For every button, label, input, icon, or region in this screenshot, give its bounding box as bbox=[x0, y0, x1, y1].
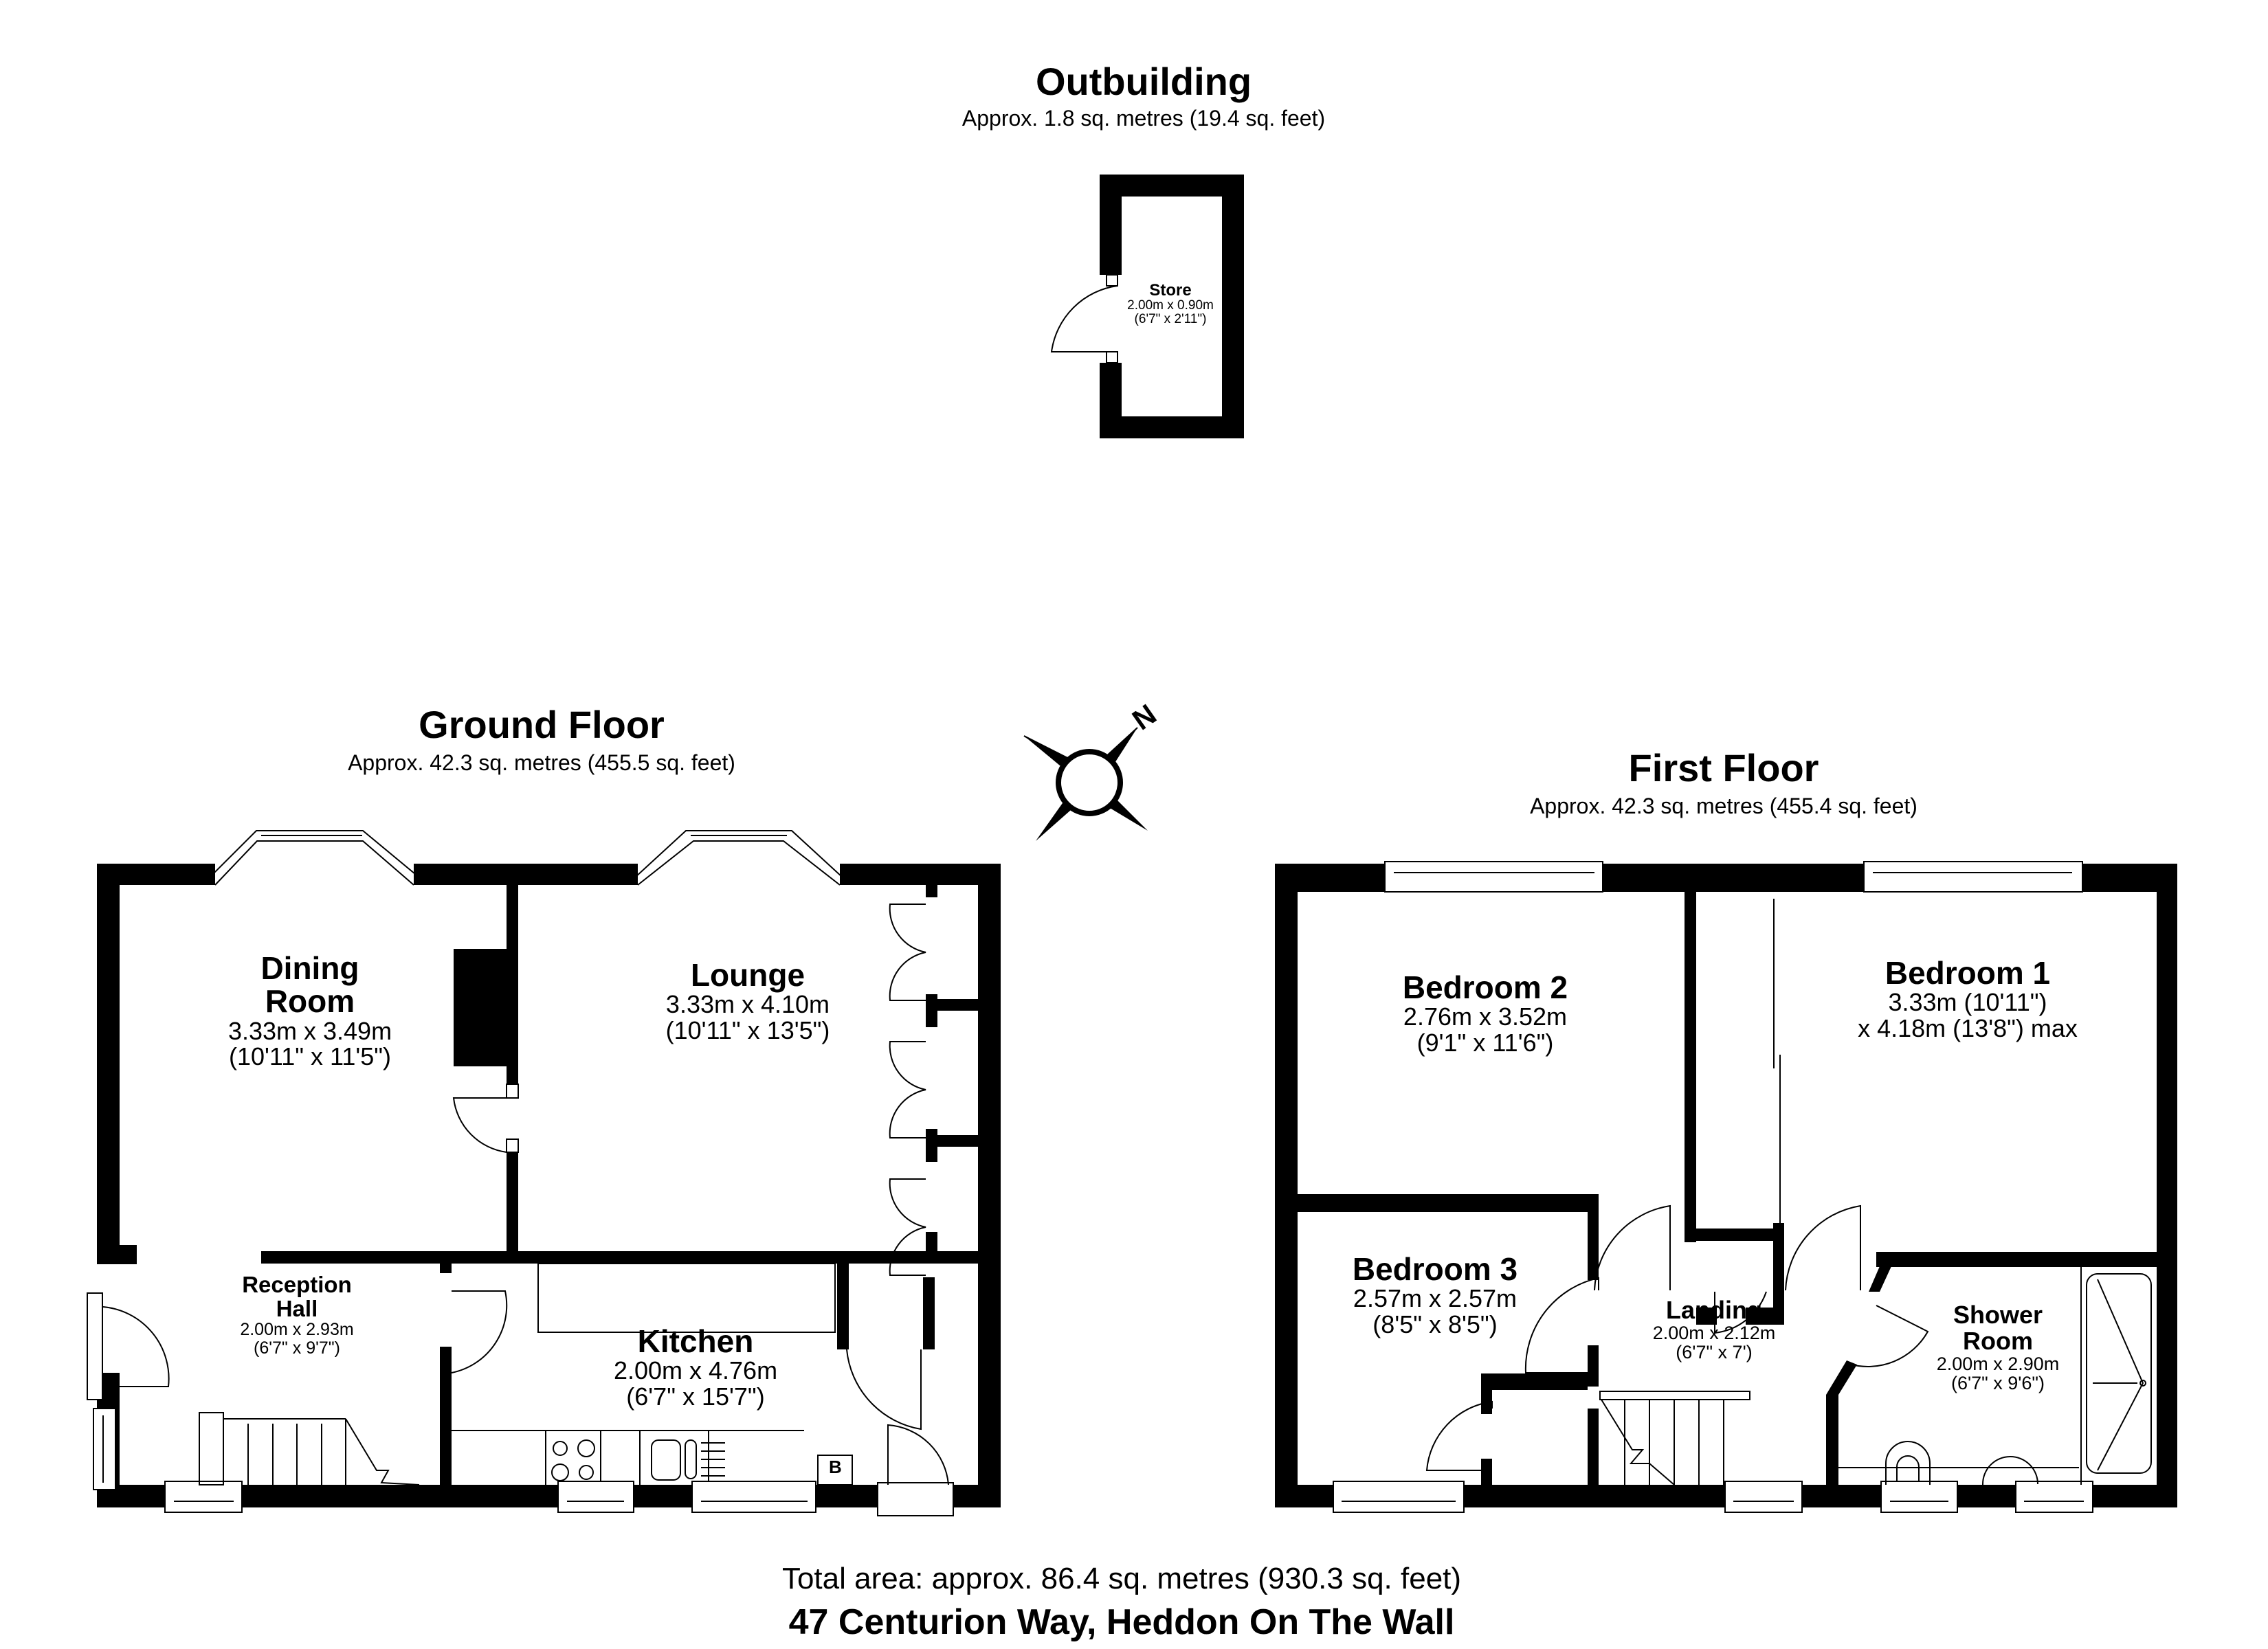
room-dim-imperial: (6'7" x 7') bbox=[1676, 1342, 1753, 1363]
room-shower-room: Shower Room 2.00m x 2.90m (6'7" x 9'6") bbox=[1937, 1302, 2060, 1393]
ground-floor-area: Approx. 42.3 sq. metres (455.5 sq. feet) bbox=[348, 750, 735, 775]
room-bedroom-2: Bedroom 2 2.76m x 3.52m (9'1" x 11'6") bbox=[1403, 971, 1568, 1056]
room-bedroom-1: Bedroom 1 3.33m (10'11") x 4.18m (13'8")… bbox=[1858, 956, 2078, 1042]
room-name-line1: Reception bbox=[242, 1272, 352, 1297]
room-dim-imperial: (6'7" x 15'7") bbox=[626, 1382, 765, 1411]
room-name: Bedroom 2 bbox=[1402, 969, 1568, 1005]
room-dim-imperial: x 4.18m (13'8") max bbox=[1858, 1014, 2078, 1043]
room-dim-imperial: (8'5" x 8'5") bbox=[1372, 1310, 1498, 1339]
room-name: Kitchen bbox=[637, 1323, 754, 1359]
room-dim-metric: 2.00m x 2.12m bbox=[1652, 1322, 1776, 1343]
fixtures bbox=[87, 274, 2152, 1516]
room-dim-imperial: (10'11" x 11'5") bbox=[228, 1042, 392, 1071]
room-name-line2: Hall bbox=[276, 1295, 318, 1321]
outbuilding-title: Outbuilding bbox=[1035, 60, 1252, 103]
first-floor-title: First Floor bbox=[1628, 746, 1819, 789]
outbuilding-area: Approx. 1.8 sq. metres (19.4 sq. feet) bbox=[961, 106, 1326, 131]
room-dim-metric: 2.76m x 3.52m bbox=[1403, 1002, 1568, 1031]
room-name: Bedroom 3 bbox=[1352, 1251, 1518, 1287]
room-bedroom-3: Bedroom 3 2.57m x 2.57m (8'5" x 8'5") bbox=[1353, 1253, 1517, 1338]
room-store: Store 2.00m x 0.90m (6'7" x 2'11") bbox=[1127, 282, 1214, 326]
room-dim-metric: 2.00m x 4.76m bbox=[613, 1356, 778, 1385]
room-name: Landing bbox=[1666, 1296, 1762, 1324]
room-dining-room: Dining Room 3.33m x 3.49m (10'11" x 11'5… bbox=[228, 952, 392, 1070]
room-reception-hall: Reception Hall 2.00m x 2.93m (6'7" x 9'7… bbox=[240, 1272, 354, 1358]
room-name-line2: Room bbox=[265, 983, 355, 1020]
room-name: Lounge bbox=[690, 957, 805, 993]
room-landing: Landing 2.00m x 2.12m (6'7" x 7') bbox=[1653, 1297, 1776, 1362]
total-area: Total area: approx. 86.4 sq. metres (930… bbox=[781, 1562, 1462, 1595]
property-address: 47 Centurion Way, Heddon On The Wall bbox=[788, 1602, 1455, 1642]
room-dim-imperial: (6'7" x 2'11") bbox=[1134, 312, 1207, 327]
room-kitchen: Kitchen 2.00m x 4.76m (6'7" x 15'7") bbox=[614, 1325, 777, 1410]
first-floor-walls bbox=[1275, 864, 2177, 1507]
ground-floor-title: Ground Floor bbox=[419, 703, 665, 746]
room-dim-metric: 2.57m x 2.57m bbox=[1353, 1284, 1517, 1313]
room-dim-metric: 3.33m (10'11") bbox=[1888, 988, 2047, 1017]
compass-rose-icon bbox=[1023, 727, 1148, 841]
room-dim-metric: 2.00m x 2.93m bbox=[240, 1320, 354, 1340]
store-walls bbox=[1100, 175, 1244, 438]
room-name: Store bbox=[1149, 281, 1192, 300]
room-name: Bedroom 1 bbox=[1885, 955, 2051, 991]
room-dim-imperial: (6'7" x 9'6") bbox=[1950, 1372, 2045, 1393]
room-dim-imperial: (9'1" x 11'6") bbox=[1416, 1029, 1554, 1057]
room-dim-metric: 2.00m x 2.90m bbox=[1936, 1353, 2060, 1374]
room-name-line1: Dining bbox=[260, 950, 359, 986]
first-floor-area: Approx. 42.3 sq. metres (455.4 sq. feet) bbox=[1530, 794, 1917, 818]
room-name-line1: Shower bbox=[1953, 1301, 2043, 1329]
room-dim-metric: 3.33m x 3.49m bbox=[227, 1016, 392, 1045]
room-lounge: Lounge 3.33m x 4.10m (10'11" x 13'5") bbox=[666, 958, 830, 1044]
room-dim-imperial: (6'7" x 9'7") bbox=[254, 1338, 340, 1358]
room-dim-metric: 2.00m x 0.90m bbox=[1127, 298, 1214, 313]
boiler-label: B bbox=[829, 1457, 842, 1477]
room-dim-metric: 3.33m x 4.10m bbox=[665, 990, 830, 1019]
room-name-line2: Room bbox=[1963, 1326, 2033, 1355]
room-dim-imperial: (10'11" x 13'5") bbox=[665, 1016, 830, 1045]
